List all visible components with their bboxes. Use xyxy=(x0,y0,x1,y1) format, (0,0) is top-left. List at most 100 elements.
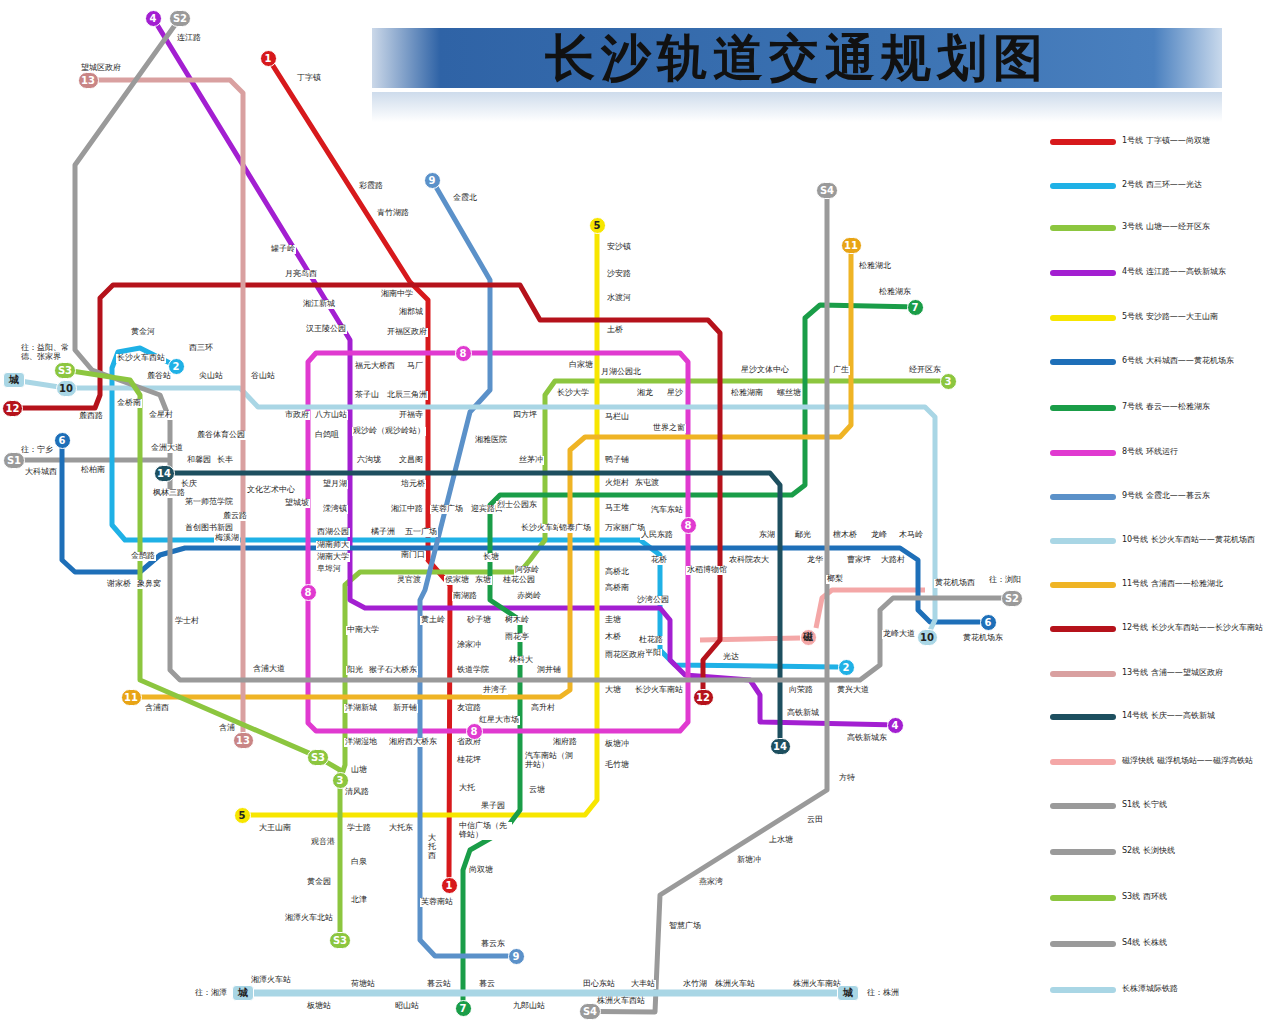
legend-swatch xyxy=(1050,315,1116,321)
badge-text: 11 xyxy=(844,240,858,251)
station-name: 月亮岛西 xyxy=(284,270,318,279)
badge-text: 2 xyxy=(843,662,850,673)
legend-text: 13号线 含浦——望城区政府 xyxy=(1122,669,1223,678)
station-name: 龙华 xyxy=(806,556,824,565)
station-name: 长沙火车南站 xyxy=(634,686,684,695)
station-name: 长沙火车西站 xyxy=(116,354,166,363)
badge-text: 10 xyxy=(920,632,934,643)
station-name: 黄花机场东 xyxy=(962,634,1004,643)
station-name: 彩霞路 xyxy=(358,182,384,191)
station-name: 平阳 xyxy=(644,649,662,658)
station-name: 湘潭火车北站 xyxy=(284,914,334,923)
station-name: 涂家冲 xyxy=(456,641,482,650)
badge-text: S3 xyxy=(333,935,347,946)
station-name: 西湖公园 xyxy=(316,528,350,537)
station-name: 鸭子铺 xyxy=(604,456,630,465)
station-name: 含浦西 xyxy=(144,704,170,713)
station-name: 茶子山 xyxy=(354,391,380,400)
station-name: 金鹊路 xyxy=(130,552,156,561)
station-name: 白鸽咀 xyxy=(314,431,340,440)
station-name: 金桥南 xyxy=(116,399,142,408)
station-name: 水稻博物馆 xyxy=(686,566,728,575)
station-name: 龙峰 xyxy=(870,531,888,540)
station-name: 芙蓉南站 xyxy=(420,898,454,907)
station-name: 开福区政府 xyxy=(386,328,428,337)
line-badge: S3 xyxy=(307,749,329,766)
station-name: 山塘 xyxy=(350,766,368,775)
legend-text: 9号线 金霞北——暮云东 xyxy=(1122,492,1210,501)
station-name: 溁湾镇 xyxy=(322,505,348,514)
station-name: 麓西路 xyxy=(78,412,104,421)
legend-text: 12号线 长沙火车西站——长沙火车南站 xyxy=(1122,624,1263,633)
station-name: 土桥 xyxy=(606,326,624,335)
legend-swatch xyxy=(1050,405,1116,411)
metro-line xyxy=(599,199,828,1013)
station-name: 汽车南站（洞井站） xyxy=(524,752,578,770)
badge-text: S4 xyxy=(583,1006,597,1017)
station-name: 白泉 xyxy=(350,858,368,867)
station-name: 松柏南 xyxy=(80,466,106,475)
station-name: 水渡河 xyxy=(606,294,632,303)
station-name: 尚双塘 xyxy=(468,866,494,875)
station-name: 侯家塘 xyxy=(444,576,470,585)
line-badge: S1 xyxy=(3,452,25,469)
legend-swatch xyxy=(1050,849,1116,855)
station-name: 谢家桥 xyxy=(106,580,132,589)
legend-text: 3号线 山塘——经开区东 xyxy=(1122,223,1210,232)
badge-text: 6 xyxy=(59,435,66,446)
station-name: 高铁新城 xyxy=(786,709,820,718)
station-name: 谷山站 xyxy=(250,372,276,381)
station-name: 丁字镇 xyxy=(296,74,322,83)
station-name: 马王堆 xyxy=(604,504,630,513)
station-name: 金霞北 xyxy=(452,194,478,203)
station-name: 汉王陵公园 xyxy=(305,325,347,334)
station-name: 烈士公园东 xyxy=(496,501,538,510)
station-name: 湘潭火车站 xyxy=(250,976,292,985)
station-name: 农科院农大 xyxy=(728,556,770,565)
station-name: 大托 xyxy=(458,784,476,793)
station-name: 望月湖 xyxy=(322,480,348,489)
line-badge: S4 xyxy=(579,1003,601,1020)
badge-text: 4 xyxy=(150,13,157,24)
badge-text: 2 xyxy=(173,361,180,372)
station-name: 洋湖新城 xyxy=(344,704,378,713)
station-name: 梅溪湖 xyxy=(214,534,240,543)
station-name: 光达 xyxy=(722,653,740,662)
station-name: 开福寺 xyxy=(398,411,424,420)
station-name: 橘子洲 xyxy=(370,528,396,537)
station-name: 往：株洲 xyxy=(866,989,900,998)
legend-swatch xyxy=(1050,803,1116,809)
badge-text: 9 xyxy=(513,951,520,962)
line-badge: 13 xyxy=(233,732,254,749)
station-name: 荷塘站 xyxy=(350,980,376,989)
legend-swatch xyxy=(1050,270,1116,276)
station-name: 长塘 xyxy=(482,553,500,562)
station-name: 含浦 xyxy=(218,724,236,733)
station-name: 第一师范学院 xyxy=(184,498,234,507)
station-name: 阜埠河 xyxy=(316,565,342,574)
badge-text: 城 xyxy=(843,986,853,1000)
station-name: 株洲火车站 xyxy=(714,980,756,989)
station-name: 田心东站 xyxy=(582,980,616,989)
station-name: 向荣路 xyxy=(788,686,814,695)
legend-text: 10号线 长沙火车西站——黄花机场西 xyxy=(1122,536,1255,545)
station-name: 月湖公园北 xyxy=(600,368,642,377)
station-name: 黄兴大道 xyxy=(836,686,870,695)
station-name: 青竹湖路 xyxy=(376,209,410,218)
station-name: 高桥南 xyxy=(604,584,630,593)
station-name: 湖南大学 xyxy=(316,553,350,562)
line-badge: 11 xyxy=(121,689,142,706)
station-name: 新塘冲 xyxy=(736,856,762,865)
station-name: 阿弥岭 xyxy=(514,566,540,575)
line-badge: 10 xyxy=(56,380,77,397)
station-name: 麓云路 xyxy=(222,512,248,521)
station-name: 学士村 xyxy=(174,617,200,626)
station-name: 金星村 xyxy=(148,411,174,420)
station-name: 湘江中路 xyxy=(390,505,424,514)
station-name: 大托东 xyxy=(388,824,414,833)
line-badge: 5 xyxy=(234,807,251,824)
line-badge: S2 xyxy=(1001,590,1023,607)
legend-text: 6号线 大科城西——黄花机场东 xyxy=(1122,357,1234,366)
station-name: 赤岗岭 xyxy=(516,592,542,601)
